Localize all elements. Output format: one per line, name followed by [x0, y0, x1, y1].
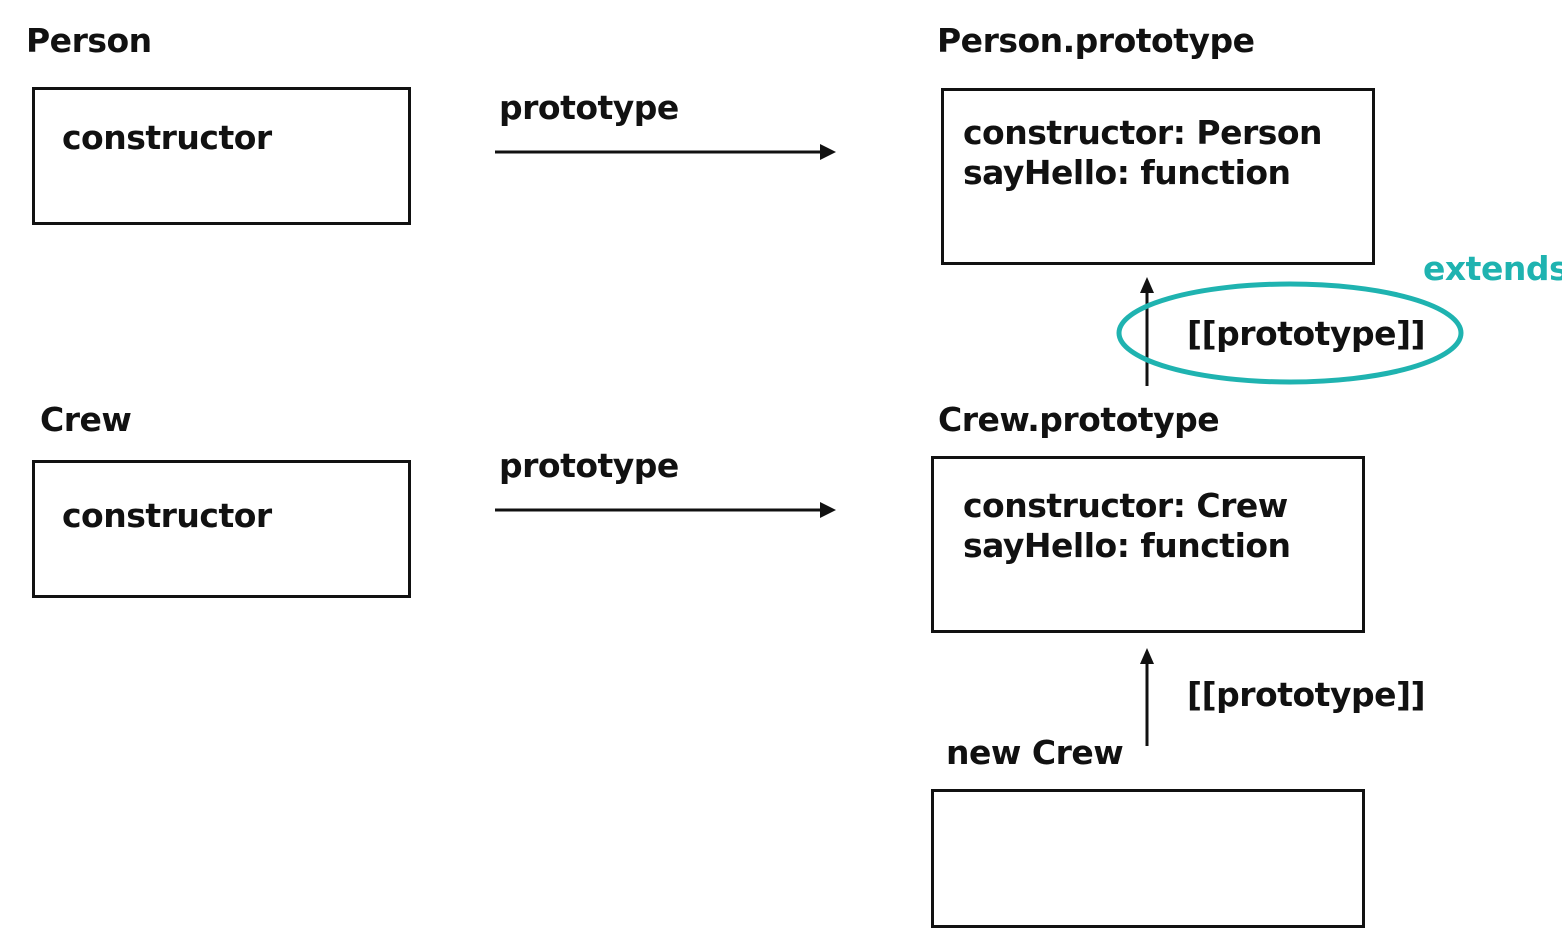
new-crew-title: new Crew	[946, 733, 1124, 772]
crew-prototype-line-constructor: constructor: Crew	[963, 486, 1288, 525]
crew-box-text: constructor	[62, 496, 272, 535]
crew-box: constructor	[32, 460, 411, 598]
person-box: constructor	[32, 87, 411, 225]
person-prototype-line-sayhello: sayHello: function	[963, 153, 1291, 192]
arrow-crewproto-to-personproto	[1140, 277, 1154, 386]
person-prototype-title: Person.prototype	[937, 21, 1255, 60]
person-title: Person	[26, 21, 152, 60]
crew-title: Crew	[40, 400, 132, 439]
arrow-person-to-prototype	[495, 144, 836, 160]
edge-label-newcrew-crewproto: [[prototype]]	[1187, 675, 1426, 714]
person-prototype-lines: constructor: Person sayHello: function	[963, 113, 1323, 193]
crew-prototype-lines: constructor: Crew sayHello: function	[963, 486, 1291, 566]
person-box-text: constructor	[62, 118, 272, 157]
arrow-crew-to-prototype	[495, 502, 836, 518]
edge-label-crewproto-personproto: [[prototype]]	[1187, 314, 1426, 353]
crew-prototype-line-sayhello: sayHello: function	[963, 526, 1291, 565]
arrow-newcrew-to-crewproto	[1140, 648, 1154, 746]
extends-annotation: extends	[1423, 249, 1562, 288]
crew-prototype-title: Crew.prototype	[938, 400, 1220, 439]
edge-label-crew-prototype: prototype	[499, 446, 679, 485]
edge-label-person-prototype: prototype	[499, 88, 679, 127]
new-crew-box	[931, 789, 1365, 928]
crew-prototype-box: constructor: Crew sayHello: function	[931, 456, 1365, 633]
person-prototype-line-constructor: constructor: Person	[963, 113, 1323, 152]
person-prototype-box: constructor: Person sayHello: function	[941, 88, 1375, 265]
